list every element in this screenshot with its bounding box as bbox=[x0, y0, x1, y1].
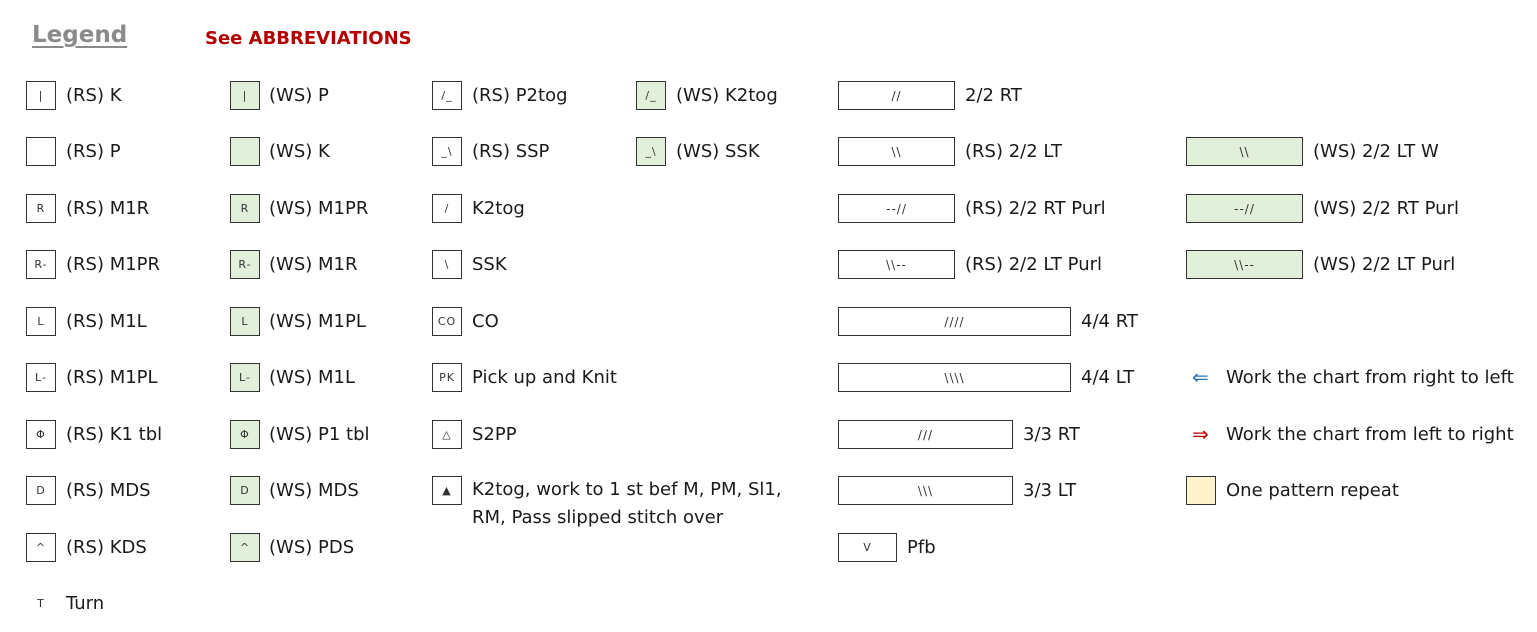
label-ws-ssk: (WS) SSK bbox=[676, 141, 760, 162]
symbol-pfb: V bbox=[838, 533, 897, 562]
label-s2pp: S2PP bbox=[472, 424, 517, 445]
symbol-rs-k: | bbox=[26, 81, 56, 110]
label-rs-p: (RS) P bbox=[66, 141, 121, 162]
symbol-rs-mds: D bbox=[26, 476, 56, 505]
label-ws-m1l: (WS) M1L bbox=[269, 367, 356, 388]
symbol-ws-2-2-rt-purl: --// bbox=[1186, 194, 1303, 223]
label-ws-2-2-lt-w: (WS) 2/2 LT W bbox=[1313, 141, 1439, 162]
symbol-k2tog: / bbox=[432, 194, 462, 223]
label-rs-k1tbl: (RS) K1 tbl bbox=[66, 424, 163, 445]
label-pattern-repeat: One pattern repeat bbox=[1226, 480, 1399, 501]
symbol-4-4-rt: //// bbox=[838, 307, 1071, 336]
symbol-rs-p bbox=[26, 137, 56, 166]
right-arrow-icon: ⇒ bbox=[1192, 422, 1209, 446]
symbol-ws-k2tog: /_ bbox=[636, 81, 666, 110]
label-4-4-lt: 4/4 LT bbox=[1081, 367, 1135, 388]
label-left-to-right: Work the chart from left to right bbox=[1226, 424, 1514, 445]
label-3-3-rt: 3/3 RT bbox=[1023, 424, 1080, 445]
label-turn: Turn bbox=[66, 593, 105, 614]
symbol-ws-m1r: R- bbox=[230, 250, 260, 279]
label-rs-m1l: (RS) M1L bbox=[66, 311, 147, 332]
label-rs-m1pl: (RS) M1PL bbox=[66, 367, 158, 388]
label-ws-mds: (WS) MDS bbox=[269, 480, 359, 501]
symbol-rs-2-2-lt: \\ bbox=[838, 137, 955, 166]
label-ws-p: (WS) P bbox=[269, 85, 329, 106]
label-ssk: SSK bbox=[472, 254, 507, 275]
label-pfb: Pfb bbox=[907, 537, 936, 558]
label-ws-m1pl: (WS) M1PL bbox=[269, 311, 366, 332]
label-rs-m1pr: (RS) M1PR bbox=[66, 254, 161, 275]
symbol-ws-m1pl: L bbox=[230, 307, 260, 336]
symbol-rs-p2tog: /_ bbox=[432, 81, 462, 110]
symbol-ws-p: | bbox=[230, 81, 260, 110]
symbol-ws-2-2-lt-purl: \\-- bbox=[1186, 250, 1303, 279]
label-k2tog: K2tog bbox=[472, 198, 525, 219]
label-rs-p2tog: (RS) P2tog bbox=[472, 85, 568, 106]
label-rs-2-2-lt-purl: (RS) 2/2 LT Purl bbox=[965, 254, 1103, 275]
symbol-ssk: \ bbox=[432, 250, 462, 279]
label-rs-2-2-lt: (RS) 2/2 LT bbox=[965, 141, 1062, 162]
symbol-ws-pds: ^ bbox=[230, 533, 260, 562]
label-co: CO bbox=[472, 311, 499, 332]
label-ws-m1r: (WS) M1R bbox=[269, 254, 358, 275]
label-4-4-rt: 4/4 RT bbox=[1081, 311, 1138, 332]
symbol-co: CO bbox=[432, 307, 462, 336]
symbol-turn: T bbox=[37, 597, 45, 610]
label-ws-2-2-lt-purl: (WS) 2/2 LT Purl bbox=[1313, 254, 1456, 275]
label-3-3-lt: 3/3 LT bbox=[1023, 480, 1077, 501]
label-ws-p1tbl: (WS) P1 tbl bbox=[269, 424, 370, 445]
symbol-k2tog-pm-sl1: ▲ bbox=[432, 476, 462, 505]
symbol-ws-k bbox=[230, 137, 260, 166]
label-rs-mds: (RS) MDS bbox=[66, 480, 151, 501]
symbol-rs-m1l: L bbox=[26, 307, 56, 336]
abbreviations-link[interactable]: See ABBREVIATIONS bbox=[205, 28, 412, 49]
symbol-rs-k1tbl: Φ bbox=[26, 420, 56, 449]
symbol-ws-mds: D bbox=[230, 476, 260, 505]
label-right-to-left: Work the chart from right to left bbox=[1226, 367, 1514, 388]
label-ws-k2tog: (WS) K2tog bbox=[676, 85, 778, 106]
label-rs-2-2-rt-purl: (RS) 2/2 RT Purl bbox=[965, 198, 1106, 219]
symbol-ws-m1l: L- bbox=[230, 363, 260, 392]
symbol-3-3-lt: \\\ bbox=[838, 476, 1013, 505]
symbol-ws-2-2-lt-w: \\ bbox=[1186, 137, 1303, 166]
label-rs-m1r: (RS) M1R bbox=[66, 198, 150, 219]
label-ws-pds: (WS) PDS bbox=[269, 537, 355, 558]
symbol-rs-m1r: R bbox=[26, 194, 56, 223]
symbol-4-4-lt: \\\\ bbox=[838, 363, 1071, 392]
symbol-pick-up-knit: PK bbox=[432, 363, 462, 392]
symbol-rs-2-2-rt-purl: --// bbox=[838, 194, 955, 223]
label-ws-m1pr: (WS) M1PR bbox=[269, 198, 369, 219]
label-ws-2-2-rt-purl: (WS) 2/2 RT Purl bbox=[1313, 198, 1459, 219]
symbol-s2pp: △ bbox=[432, 420, 462, 449]
symbol-rs-m1pl: L- bbox=[26, 363, 56, 392]
symbol-rs-ssp: _\ bbox=[432, 137, 462, 166]
left-arrow-icon: ⇐ bbox=[1192, 365, 1209, 389]
label-2-2-rt: 2/2 RT bbox=[965, 85, 1022, 106]
symbol-ws-p1tbl: Φ bbox=[230, 420, 260, 449]
symbol-ws-m1pr: R bbox=[230, 194, 260, 223]
label-pick-up-knit: Pick up and Knit bbox=[472, 367, 617, 388]
label-rs-ssp: (RS) SSP bbox=[472, 141, 550, 162]
symbol-ws-ssk: _\ bbox=[636, 137, 666, 166]
legend-title: Legend bbox=[32, 22, 128, 48]
label-k2tog-pm-sl1: K2tog, work to 1 st bef M, PM, Sl1, RM, … bbox=[472, 479, 782, 528]
label-rs-k: (RS) K bbox=[66, 85, 122, 106]
label-ws-k: (WS) K bbox=[269, 141, 330, 162]
symbol-3-3-rt: /// bbox=[838, 420, 1013, 449]
symbol-rs-2-2-lt-purl: \\-- bbox=[838, 250, 955, 279]
symbol-rs-m1pr: R- bbox=[26, 250, 56, 279]
symbol-rs-kds: ^ bbox=[26, 533, 56, 562]
symbol-2-2-rt: // bbox=[838, 81, 955, 110]
pattern-repeat-swatch bbox=[1186, 476, 1216, 505]
label-rs-kds: (RS) KDS bbox=[66, 537, 147, 558]
